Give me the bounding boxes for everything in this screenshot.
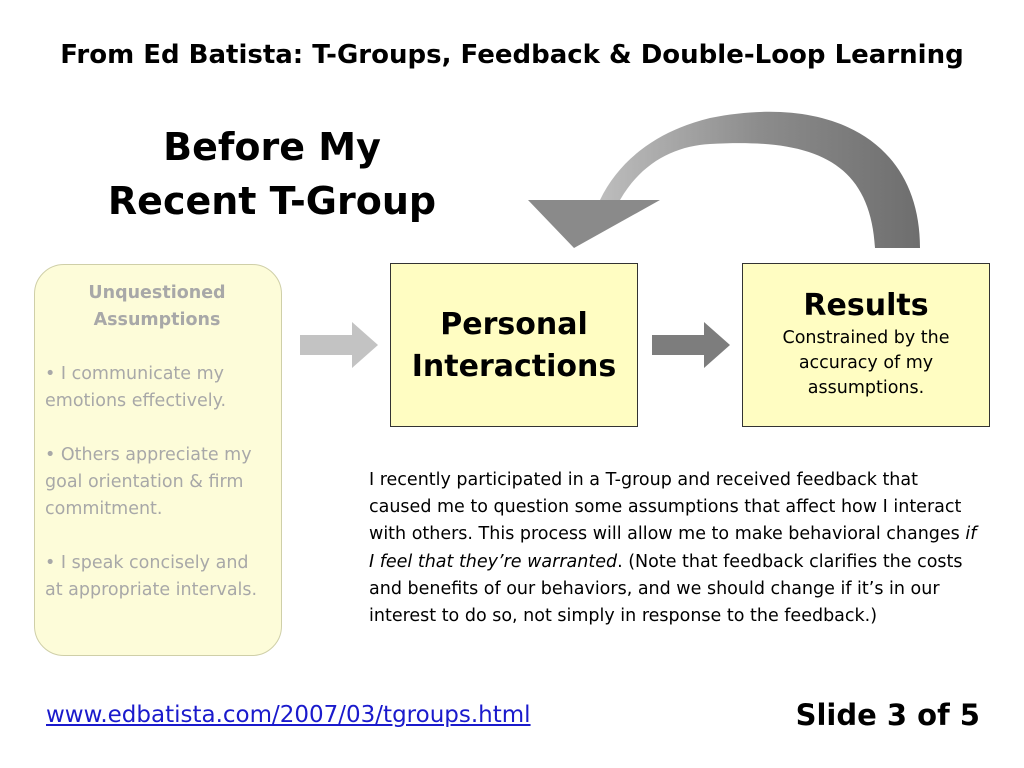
description-emphasis: if I feel that they’re warranted bbox=[369, 524, 977, 572]
arrow-right-icon bbox=[300, 322, 378, 368]
loop-arrow-body bbox=[600, 111, 920, 248]
heading-line-1: Before My bbox=[163, 125, 381, 169]
results-box: Results Constrained by the accuracy of m… bbox=[742, 263, 990, 427]
results-description: Constrained by the accuracy of my assump… bbox=[782, 328, 950, 398]
assumptions-title: Unquestioned Assumptions bbox=[45, 280, 269, 334]
personal-label-line-2: Interactions bbox=[411, 349, 617, 384]
results-title: Results bbox=[803, 288, 929, 323]
loop-arrow-head bbox=[528, 200, 660, 248]
source-link[interactable]: www.edbatista.com/2007/03/tgroups.html bbox=[46, 702, 531, 728]
slide-title: From Ed Batista: T-Groups, Feedback & Do… bbox=[60, 40, 964, 70]
feedback-loop-arrow bbox=[528, 111, 920, 248]
description-paragraph: I recently participated in a T-group and… bbox=[369, 467, 979, 630]
assumption-item: • I speak concisely and at appropriate i… bbox=[45, 553, 258, 600]
assumptions-title-line-1: Unquestioned bbox=[88, 283, 226, 303]
assumption-item: • I communicate my emotions effectively. bbox=[45, 364, 227, 411]
assumptions-title-line-2: Assumptions bbox=[93, 310, 221, 330]
description-text-end: . (Note that feedback clarifies the cost… bbox=[369, 551, 963, 627]
description-text: I recently participated in a T-group and… bbox=[369, 470, 966, 545]
section-heading: Before My Recent T-Group bbox=[92, 120, 452, 228]
arrow-right-icon bbox=[652, 322, 730, 368]
heading-line-2: Recent T-Group bbox=[107, 179, 437, 223]
personal-interactions-box: Personal Interactions bbox=[390, 263, 638, 427]
personal-label-line-1: Personal bbox=[440, 307, 588, 342]
slide-counter: Slide 3 of 5 bbox=[795, 698, 980, 732]
assumptions-box: Unquestioned Assumptions • I communicate… bbox=[34, 264, 282, 656]
assumption-item: • Others appreciate my goal orientation … bbox=[45, 445, 252, 519]
personal-interactions-label: Personal Interactions bbox=[391, 304, 637, 388]
